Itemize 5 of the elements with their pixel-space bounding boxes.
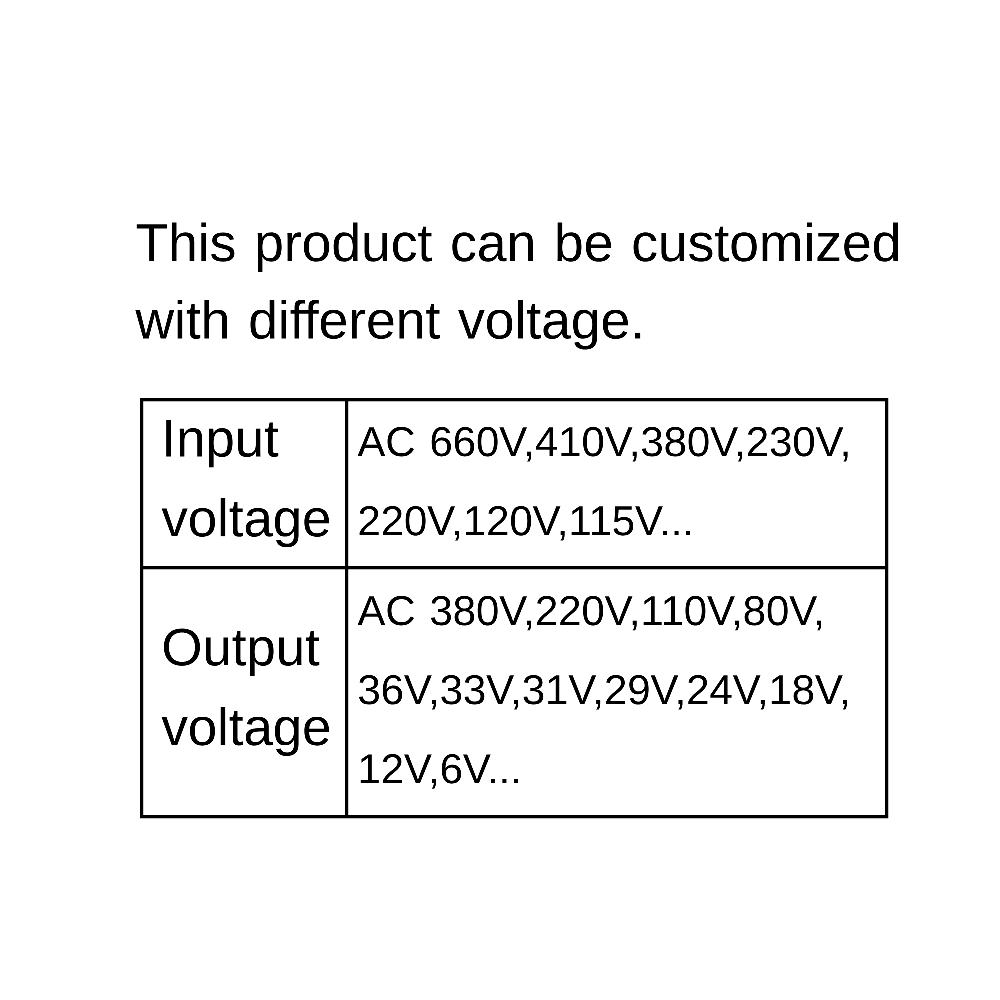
row-header: Output voltage [162, 628, 330, 756]
voltage-list: AC 380V,220V,110V,80V, 36V,33V,31V,29V,24V,18V, 12V,6V... [358, 596, 848, 789]
row-header: Input voltage [162, 420, 330, 548]
heading: This product can be customized with different voltage. [136, 222, 898, 350]
voltage-list: AC 660V,410V,380V,230V, 220V,120V,115V... [358, 427, 848, 541]
